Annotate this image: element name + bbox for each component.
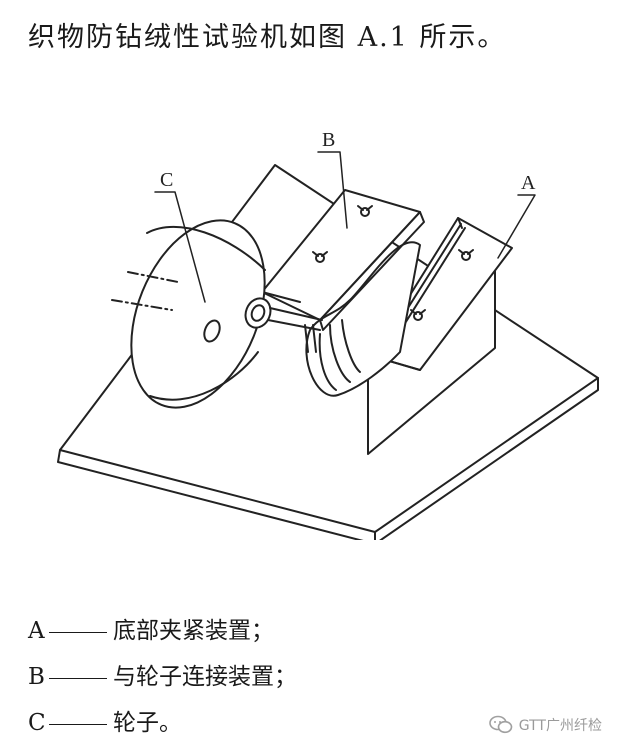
- legend-item-c: C 轮子。: [28, 700, 448, 746]
- figure-legend: A 底部夹紧装置； B 与轮子连接装置； C 轮子。: [28, 608, 448, 746]
- legend-item-a: A 底部夹紧装置；: [28, 608, 448, 654]
- legend-text: 轮子。: [113, 710, 182, 736]
- watermark-text: GTT广州纤检: [518, 718, 602, 734]
- legend-key: C: [28, 710, 46, 736]
- legend-text: 与轮子连接装置；: [113, 664, 297, 690]
- legend-text: 底部夹紧装置；: [113, 618, 274, 644]
- leader-c: [154, 191, 206, 303]
- legend-item-b: B 与轮子连接装置；: [28, 654, 448, 700]
- leader-a: [497, 194, 536, 259]
- legend-key: A: [28, 618, 45, 644]
- connector-b-flange: [319, 211, 425, 331]
- axle-hub: [244, 297, 272, 329]
- document-heading: 织物防钻绒性试验机如图 A.1 所示。: [28, 22, 507, 53]
- figure-label-a: A: [521, 172, 536, 194]
- figure-tester-diagram: C B A: [0, 120, 620, 540]
- wheel-c-rim: [130, 219, 266, 409]
- legend-key: B: [28, 664, 45, 690]
- figure-label-c: C: [160, 169, 173, 191]
- legend-dash: [49, 723, 107, 725]
- wing-nuts: [312, 205, 474, 321]
- chat-bubble-icon: [488, 715, 513, 735]
- figure-label-b: B: [322, 129, 335, 151]
- legend-dash: [49, 631, 107, 633]
- wheel-c-hole: [203, 319, 221, 343]
- watermark: GTT广州纤检: [488, 715, 602, 735]
- legend-dash: [49, 677, 107, 679]
- leader-b: [317, 151, 348, 229]
- tester-line-drawing: C B A: [57, 129, 599, 540]
- base-plate-edge: [57, 377, 599, 540]
